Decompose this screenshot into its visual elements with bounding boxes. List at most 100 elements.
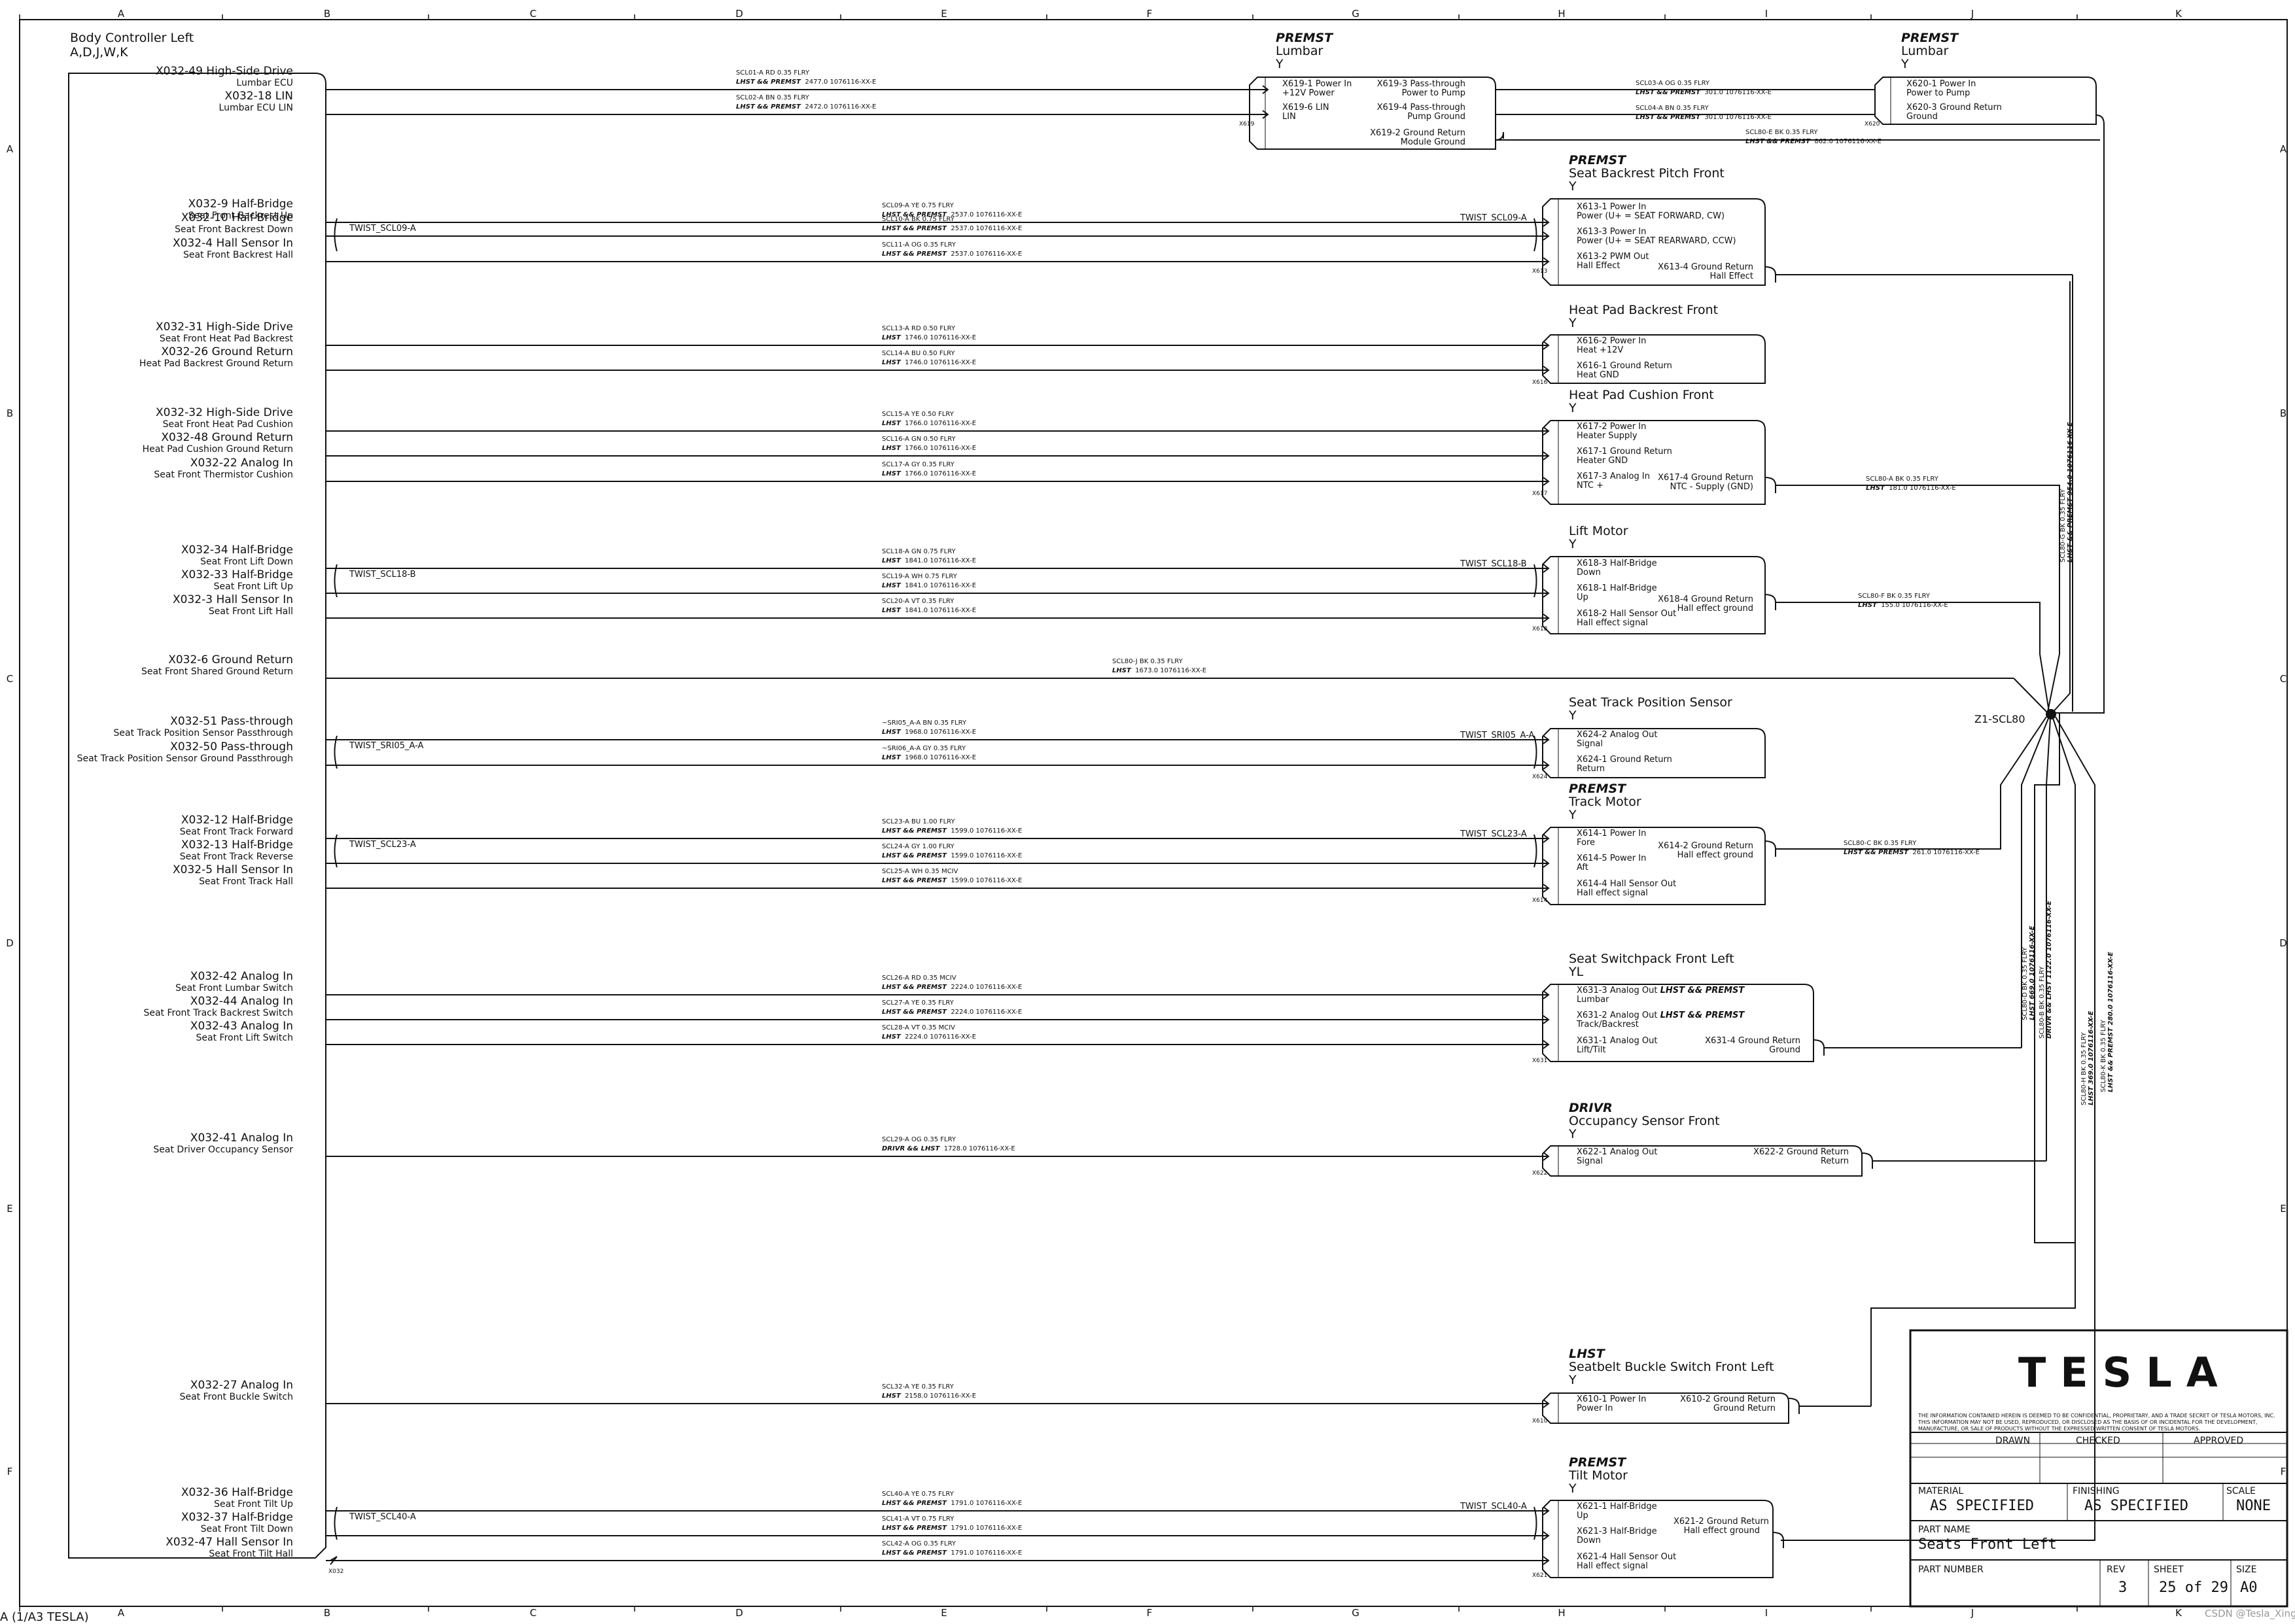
wire-length: 2537.0 1076116-XX-E [951,251,1023,258]
module-pin-function: Hall Effect [1577,261,1621,271]
connector-id: X624 [1532,774,1548,780]
wire-length: 1746.0 1076116-XX-E [905,359,977,366]
module-pin-function: Fore [1577,838,1596,848]
wire-length: 301.0 1076116-XX-E [1704,114,1772,121]
wire-spec: SCL17-A GY 0.35 FLRY [882,461,955,468]
connector-id: X614 [1532,897,1548,904]
wire-variant: LHST [882,557,901,564]
vertical-wire-variant: LHST 369.0 1076116-XX-E [2088,1011,2095,1105]
pin-number: X032-26 Ground Return [161,345,293,358]
module-pin-variant: LHST && PREMST [1660,986,1745,995]
zone-row-label-right: C [2279,673,2287,685]
material-label: MATERIAL [1918,1486,1964,1496]
wire-spec: SCL18-A GN 0.75 FLRY [882,548,956,555]
module-variant: PREMST [1276,31,1333,45]
module-pin-number: X619-3 Pass-through [1376,79,1465,89]
module-pin-function: Down [1577,1536,1601,1546]
module-pin-number: X624-1 Ground Return [1577,755,1672,765]
module-pin-number: X613-2 PWM Out [1577,252,1649,262]
zone-col-label-top: J [1971,8,1974,20]
pin-number: X032-12 Half-Bridge [181,814,293,827]
module-pin-function: Up [1577,593,1588,602]
module-pin-function: Power (U+ = SEAT REARWARD, CCW) [1577,236,1736,246]
ground-bus [1870,717,2076,1406]
pin-function: Seat Front Lift Up [213,581,293,592]
wire-length: 1841.0 1076116-XX-E [905,582,977,589]
module-pin-function: Module Ground [1400,137,1465,147]
size-label: SIZE [2236,1564,2257,1575]
drawing-border [19,19,2288,1607]
ground-bus [2050,281,2071,715]
wire-spec: SCL14-A BU 0.50 FLRY [882,350,955,357]
pin-number: X032-34 Half-Bridge [181,544,293,557]
zone-col-label-top: F [1146,8,1153,20]
module-pin-function: Power In [1577,1404,1613,1413]
zone-row-label-right: E [2280,1203,2286,1215]
wire-length: 1728.0 1076116-XX-E [943,1145,1015,1152]
module-pin-function: Hall effect signal [1577,1561,1648,1571]
connector-break [1543,735,1550,744]
wire-length: 181.0 1076116-XX-E [1889,485,1956,492]
wire-variant: LHST [882,607,901,614]
zone-row-label-left: E [7,1203,13,1215]
zone-col-label-bottom: K [2175,1607,2182,1619]
zone-col-label-top: D [735,8,743,20]
wire-variant: LHST [1866,485,1885,492]
module-box [1542,420,1766,505]
connector-break [1543,564,1550,573]
confidentiality-notice: THE INFORMATION CONTAINED HEREIN IS DEEM… [1918,1413,2275,1432]
wire-spec: SCL09-A YE 0.75 FLRY [882,202,954,209]
zone-col-label-bottom: G [1352,1607,1359,1619]
ground-bus [2054,140,2105,714]
vertical-wire-spec: SCL80-B BK 0.35 FLRY [2039,966,2046,1039]
wire-variant: LHST && PREMST [1636,89,1701,96]
wire-variant: LHST && PREMST [1745,138,1811,145]
part-name-label: PART NAME [1918,1525,1971,1535]
material-value: AS SPECIFIED [1930,1498,2034,1514]
pin-number: X032-37 Half-Bridge [181,1511,293,1524]
wire-spec: SCL10-A BK 0.75 FLRY [882,216,955,223]
zone-col-label-bottom: J [1971,1607,1974,1619]
connector-break [1543,1152,1550,1161]
pin-function: Seat Front Backrest Hall [183,250,293,260]
sheet-value: 25 of 29 [2159,1580,2228,1596]
wire-length: 2472.0 1076116-XX-E [805,103,877,111]
wire-length: 2477.0 1076116-XX-E [805,78,877,86]
module-box [1542,1392,1789,1424]
wire-variant: LHST && PREMST [882,852,947,859]
zone-col-label-bottom: C [529,1607,537,1619]
module-pin-number: X618-1 Half-Bridge [1577,583,1657,593]
twist-label-right: TWIST_SCL23-A [1460,829,1527,839]
zone-col-label-top: H [1558,8,1566,20]
twist-label-right: TWIST_SCL09-A [1460,213,1527,223]
wire-loop [2095,114,2105,140]
connector-break [1543,477,1550,486]
module-pin-number: X631-2 Analog Out [1577,1011,1658,1020]
connector-id: X618 [1532,626,1548,632]
connector-break [330,1556,338,1565]
connector-break [1543,257,1550,266]
pin-number: X032-18 LIN [224,90,293,103]
wire-variant: DRIVR && LHST [882,1145,940,1152]
module-color: Y [1569,179,1577,194]
connector-break [1543,366,1550,375]
scale-value: NONE [2236,1498,2271,1514]
